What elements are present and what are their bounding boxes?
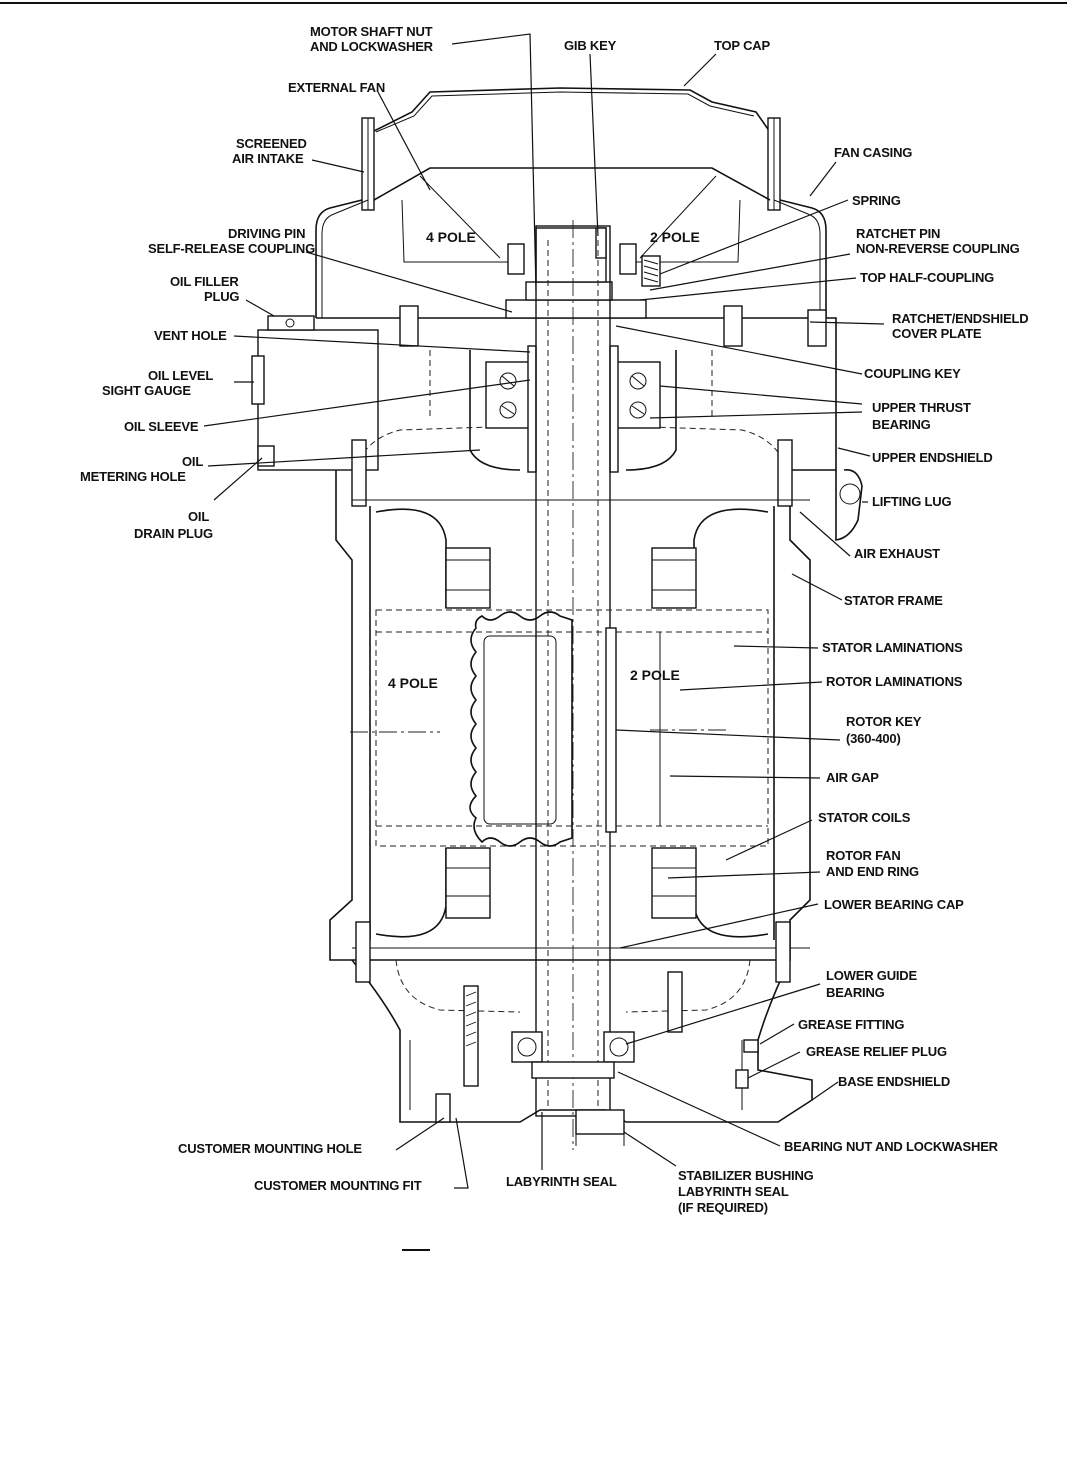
label-stator-frame: STATOR FRAME [844, 593, 943, 608]
rotor-4-pole-label: 4 POLE [388, 675, 438, 691]
label-oil-metering: OIL [182, 454, 203, 469]
label-upper-endshield: UPPER ENDSHIELD [872, 450, 993, 465]
grease-relief-plug [735, 1069, 749, 1089]
label-oil-level-2: SIGHT GAUGE [102, 383, 191, 398]
label-rotor-laminations: ROTOR LAMINATIONS [826, 674, 963, 689]
label-oil-filler-plug-2: PLUG [204, 289, 239, 304]
lower-guide-bearing-right [603, 1031, 635, 1063]
fan-casing [315, 199, 363, 318]
fan-4-pole-label: 4 POLE [426, 229, 476, 245]
oil-drain-plug [257, 445, 275, 467]
rotor-laminations [469, 611, 573, 847]
label-grease-relief-plug: GREASE RELIEF PLUG [806, 1044, 947, 1059]
label-air-gap: AIR GAP [826, 770, 879, 785]
label-oil-drain: OIL [188, 509, 209, 524]
base-endshield [351, 959, 813, 1123]
label-fan-casing: FAN CASING [834, 145, 912, 160]
label-motor-shaft-nut-2: AND LOCKWASHER [310, 39, 434, 54]
label-vent-hole: VENT HOLE [154, 328, 227, 343]
label-screened-air-intake-2: AIR INTAKE [232, 151, 304, 166]
rotor-key [605, 627, 617, 833]
top-half-coupling [525, 281, 613, 301]
label-lifting-lug: LIFTING LUG [872, 494, 951, 509]
gib-key [595, 227, 607, 259]
label-grease-fitting: GREASE FITTING [798, 1017, 904, 1032]
label-oil-filler-plug: OIL FILLER [170, 274, 239, 289]
label-driving-pin-2: SELF-RELEASE COUPLING [148, 241, 315, 256]
leader-lines [203, 33, 885, 1189]
label-lower-guide-bearing-2: BEARING [826, 985, 885, 1000]
label-ratchet-cover-plate: RATCHET/ENDSHIELD [892, 311, 1028, 326]
label-gib-key: GIB KEY [564, 38, 617, 53]
motor-drawing [251, 87, 863, 1150]
lifting-lug [835, 469, 863, 541]
rotor-2-pole-label: 2 POLE [630, 667, 680, 683]
stabilizer-bushing [575, 1109, 625, 1135]
lower-guide-bearing-left [511, 1031, 543, 1063]
lower-bearing-cap [395, 959, 521, 1013]
label-labyrinth-seal: LABYRINTH SEAL [506, 1174, 617, 1189]
label-rotor-fan-2: AND END RING [826, 864, 919, 879]
label-upper-thrust-bearing: UPPER THRUST [872, 400, 971, 415]
label-air-exhaust: AIR EXHAUST [854, 546, 940, 561]
top-cap [371, 87, 771, 133]
label-ratchet-pin: RATCHET PIN [856, 226, 940, 241]
label-ratchet-pin-2: NON-REVERSE COUPLING [856, 241, 1020, 256]
label-oil-drain-2: DRAIN PLUG [134, 526, 213, 541]
label-rotor-fan: ROTOR FAN [826, 848, 901, 863]
label-top-cap: TOP CAP [714, 38, 770, 53]
label-customer-mounting-fit: CUSTOMER MOUNTING FIT [254, 1178, 422, 1193]
label-rotor-key-2: (360-400) [846, 731, 901, 746]
oil-sleeve [527, 345, 537, 473]
stator-laminations [375, 609, 769, 847]
label-top-half-coupling: TOP HALF-COUPLING [860, 270, 994, 285]
upper-endshield [316, 317, 837, 961]
customer-mounting-hole [435, 1093, 451, 1123]
label-customer-mounting-hole: CUSTOMER MOUNTING HOLE [178, 1141, 362, 1156]
oil-filler-plug [267, 315, 315, 331]
grease-fitting [743, 1039, 759, 1053]
label-stabilizer-bushing: STABILIZER BUSHING [678, 1168, 814, 1183]
label-external-fan: EXTERNAL FAN [288, 80, 385, 95]
fan-2-pole-label: 2 POLE [650, 229, 700, 245]
ratchet-cover-plate [505, 299, 647, 319]
label-oil-metering-2: METERING HOLE [80, 469, 186, 484]
label-oil-level: OIL LEVEL [148, 368, 213, 383]
stator-coils-upper-left [375, 508, 447, 608]
label-stator-coils: STATOR COILS [818, 810, 911, 825]
label-stabilizer-bushing-2: LABYRINTH SEAL [678, 1184, 789, 1199]
label-ratchet-cover-plate-2: COVER PLATE [892, 326, 982, 341]
oil-level-sight-gauge [251, 355, 265, 405]
callout-labels: MOTOR SHAFT NUT AND LOCKWASHER GIB KEY T… [80, 24, 1029, 1215]
stator-coils-lower-left [375, 848, 447, 938]
label-rotor-key: ROTOR KEY [846, 714, 922, 729]
label-driving-pin: DRIVING PIN [228, 226, 305, 241]
label-spring: SPRING [852, 193, 901, 208]
label-stator-laminations: STATOR LAMINATIONS [822, 640, 963, 655]
label-screened-air-intake: SCREENED [236, 136, 307, 151]
label-bearing-nut: BEARING NUT AND LOCKWASHER [784, 1139, 999, 1154]
label-base-endshield: BASE ENDSHIELD [838, 1074, 950, 1089]
label-upper-thrust-bearing-2: BEARING [872, 417, 931, 432]
label-coupling-key: COUPLING KEY [864, 366, 961, 381]
label-lower-guide-bearing: LOWER GUIDE [826, 968, 917, 983]
label-oil-sleeve: OIL SLEEVE [124, 419, 199, 434]
label-lower-bearing-cap: LOWER BEARING CAP [824, 897, 964, 912]
label-motor-shaft-nut: MOTOR SHAFT NUT [310, 24, 433, 39]
external-fan [373, 167, 771, 201]
label-stabilizer-bushing-3: (IF REQUIRED) [678, 1200, 768, 1215]
bearing-nut [531, 1061, 615, 1079]
